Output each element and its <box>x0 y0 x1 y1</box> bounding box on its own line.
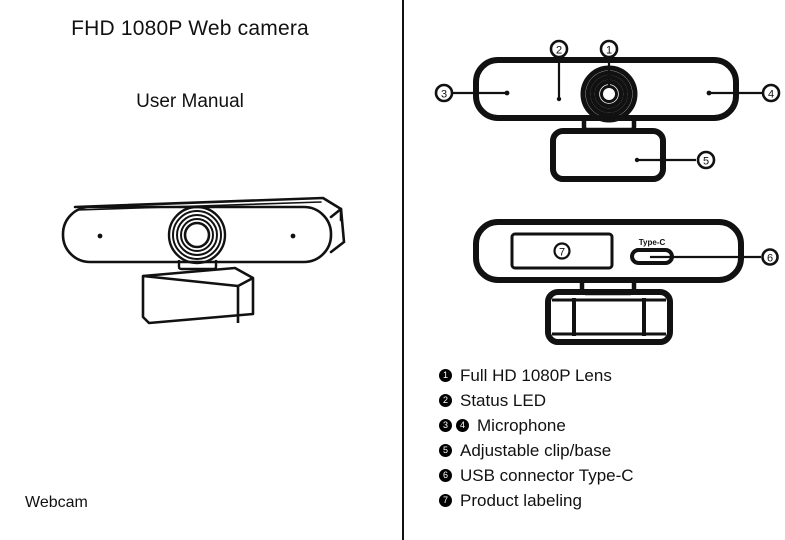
product-label-plate <box>510 232 614 270</box>
legend-item-label: Microphone <box>477 415 566 435</box>
page-title: FHD 1080P Web camera <box>71 17 309 40</box>
lens-assembly <box>167 205 227 265</box>
legend-item-label: Full HD 1080P Lens <box>460 365 612 385</box>
svg-text:4: 4 <box>768 89 774 101</box>
left-panel: FHD 1080P Web camera User Manual <box>25 17 346 511</box>
microphone-dot-right <box>706 90 712 96</box>
panel-divider <box>402 0 404 540</box>
adjustable-clip-base-rear <box>545 289 673 345</box>
svg-text:6: 6 <box>767 253 773 265</box>
legend-item: 5 Adjustable clip/base <box>439 438 779 463</box>
legend-marks: 7 <box>439 494 456 507</box>
clip-base-dot <box>634 157 640 163</box>
legend-item: 2 Status LED <box>439 388 779 413</box>
callout-number-badge: 3 <box>439 419 452 432</box>
front-view-diagram: 1 2 3 4 5 <box>434 39 781 182</box>
camera-body-rear <box>473 219 744 283</box>
legend-item-label: USB connector Type-C <box>460 465 634 485</box>
microphone-dot-right <box>290 233 296 239</box>
legend-item: 6 USB connector Type-C <box>439 463 779 488</box>
callout-badges: 1 2 3 4 5 <box>434 39 781 170</box>
callout-1: 1 <box>599 39 619 59</box>
svg-text:5: 5 <box>703 156 709 168</box>
svg-text:1: 1 <box>606 45 612 57</box>
legend-marks: 6 <box>439 469 456 482</box>
callout-number-badge: 6 <box>439 469 452 482</box>
callout-4: 4 <box>761 83 781 103</box>
callout-2: 2 <box>549 39 569 59</box>
legend-item: 3 4 Microphone <box>439 413 779 438</box>
callout-7: 7 <box>553 242 571 260</box>
status-led-dot <box>556 96 562 102</box>
legend-item: 1 Full HD 1080P Lens <box>439 363 779 388</box>
webcam-perspective-illustration <box>61 196 346 325</box>
rear-view-diagram: 7 Type-C 6 <box>473 219 779 345</box>
legend-marks: 3 4 <box>439 419 473 432</box>
page-subtitle: User Manual <box>136 91 244 112</box>
legend-item-label: Product labeling <box>460 490 582 510</box>
svg-text:2: 2 <box>556 45 562 57</box>
svg-text:3: 3 <box>441 89 447 101</box>
svg-text:7: 7 <box>559 247 565 259</box>
callout-number-badge: 1 <box>439 369 452 382</box>
right-panel: 1 2 3 4 5 <box>404 0 785 540</box>
legend-item-label: Adjustable clip/base <box>460 440 612 460</box>
type-c-port-label: Type-C <box>639 238 666 247</box>
hero-caption: Webcam <box>25 494 88 511</box>
microphone-dot-left <box>504 90 510 96</box>
lens-assembly <box>580 65 638 123</box>
lens-center <box>600 85 618 103</box>
microphone-dot-left <box>97 233 103 239</box>
legend-marks: 2 <box>439 394 456 407</box>
callout-3: 3 <box>434 83 454 103</box>
callout-number-badge: 5 <box>439 444 452 457</box>
callout-number-badge: 2 <box>439 394 452 407</box>
legend-item: 7 Product labeling <box>439 488 779 513</box>
adjustable-clip-base <box>550 128 666 182</box>
callout-number-badge: 4 <box>456 419 469 432</box>
legend-marks: 1 <box>439 369 456 382</box>
legend-marks: 5 <box>439 444 456 457</box>
callout-5: 5 <box>696 150 716 170</box>
callout-number-badge: 7 <box>439 494 452 507</box>
callout-6: 6 <box>761 248 779 266</box>
legend-item-label: Status LED <box>460 390 546 410</box>
legend-list: 1 Full HD 1080P Lens 2 Status LED 3 4 Mi… <box>439 363 779 513</box>
